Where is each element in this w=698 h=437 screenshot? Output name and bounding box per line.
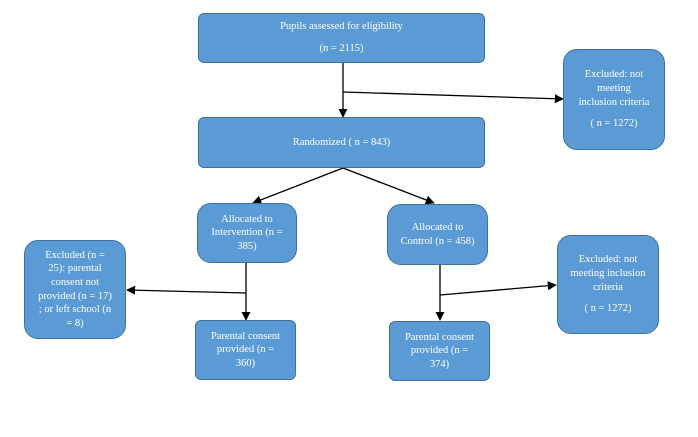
excluded-top-line1: Excluded: not: [584, 69, 644, 81]
allocated-control-box: Allocated to Control (n = 458): [387, 204, 488, 265]
pupils-assessed-box: Pupils assessed for eligibility (n = 211…: [198, 13, 485, 63]
consent-intervention-line1: Parental consent: [210, 330, 281, 342]
allocated-intervention-line1: Allocated to: [221, 213, 273, 225]
arrow-to-excluded-right: [439, 281, 557, 296]
consent-intervention-box: Parental consent provided (n = 360): [195, 320, 296, 380]
arrow-randomized-to-intervention: [252, 167, 344, 205]
excluded-left-box: Excluded (n = 25): parental consent not …: [24, 240, 126, 339]
excluded-left-line6: = 8): [66, 317, 84, 329]
randomized-box: Randomized ( n = 843): [198, 117, 485, 168]
allocated-intervention-line3: 385): [237, 240, 257, 252]
excluded-right-line2: meeting inclusion: [570, 267, 646, 279]
arrow-to-excluded-left: [126, 285, 247, 295]
pupils-assessed-title: Pupils assessed for eligibility: [280, 21, 403, 33]
excluded-left-line3: consent not: [50, 276, 100, 288]
allocated-intervention-line2: Intervention (n =: [211, 227, 283, 239]
arrow-randomized-to-control: [342, 167, 435, 205]
excluded-left-line4: provided (n = 17): [38, 290, 112, 302]
excluded-top-line2: meeting: [597, 82, 631, 94]
excluded-right-line3: criteria: [593, 281, 623, 293]
excluded-top-box: Excluded: not meeting inclusion criteria…: [563, 49, 665, 150]
excluded-top-line4: ( n = 1272): [590, 118, 638, 130]
excluded-right-line4: ( n = 1272): [584, 303, 632, 315]
excluded-left-line2: 25): parental: [48, 263, 102, 275]
excluded-left-line5: ; or left school (n: [38, 304, 112, 316]
allocated-control-line2: Control (n = 458): [400, 235, 475, 247]
consent-intervention-line3: 360): [235, 357, 256, 369]
excluded-right-line1: Excluded: not: [578, 254, 638, 266]
excluded-top-line3: inclusion criteria: [578, 96, 650, 108]
consent-control-line1: Parental consent: [404, 331, 475, 343]
excluded-left-line1: Excluded (n =: [45, 249, 105, 261]
allocated-control-line1: Allocated to: [411, 221, 464, 233]
consent-control-line2: provided (n =: [410, 345, 469, 357]
excluded-right-box: Excluded: not meeting inclusion criteria…: [557, 235, 659, 334]
pupils-assessed-count: (n = 2115): [319, 43, 364, 54]
arrow-to-excluded-top: [342, 91, 564, 104]
allocated-intervention-box: Allocated to Intervention (n = 385): [197, 203, 297, 263]
randomized-label: Randomized ( n = 843): [292, 136, 391, 148]
consent-control-box: Parental consent provided (n = 374): [389, 321, 490, 381]
consent-control-line3: 374): [429, 358, 450, 370]
consent-intervention-line2: provided (n =: [216, 344, 275, 356]
